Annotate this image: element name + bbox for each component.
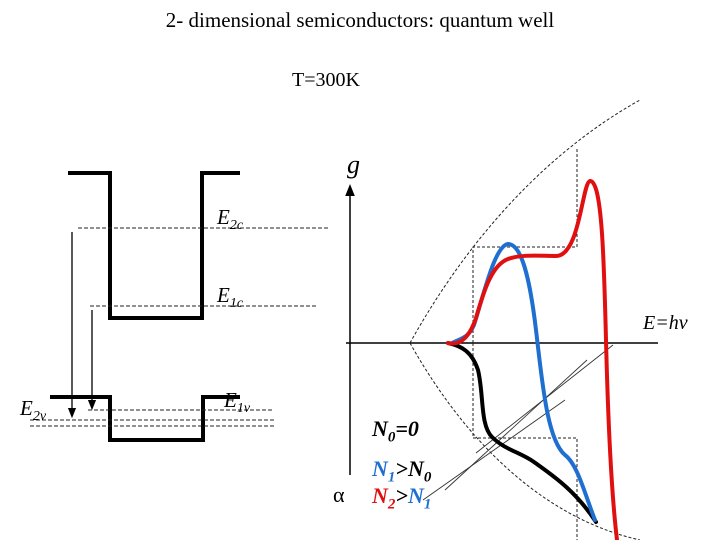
- conduction-band-well: [68, 171, 240, 320]
- valence-band-well: [50, 395, 240, 442]
- label-e2v: E2v: [20, 396, 47, 425]
- label-e2c: E2c: [217, 205, 244, 234]
- label-e1c: E1c: [217, 283, 244, 312]
- parabolic-envelope-upper: [409, 99, 641, 344]
- curve-n2: [446, 179, 619, 540]
- parabolic-envelope-lower: [409, 342, 641, 540]
- legend-n2: N2>N1: [372, 483, 432, 513]
- label-e1v: E1v: [224, 388, 251, 417]
- step-dos-upper: [472, 147, 578, 343]
- energy-axis-label: E=hv: [643, 312, 688, 334]
- temperature-label: T=300K: [292, 69, 360, 91]
- legend-n1: N1>N0: [372, 456, 432, 486]
- guide-line-2: [444, 359, 588, 491]
- g-axis-label: g: [347, 150, 360, 179]
- diagram-title: 2- dimensional semiconductors: quantum w…: [165, 8, 555, 32]
- curve-n0: [446, 341, 598, 524]
- alpha-axis-label: α: [333, 482, 345, 507]
- legend-n0: N0=0: [372, 416, 419, 446]
- guide-line-1: [422, 399, 566, 501]
- step-dos-lower: [472, 343, 578, 540]
